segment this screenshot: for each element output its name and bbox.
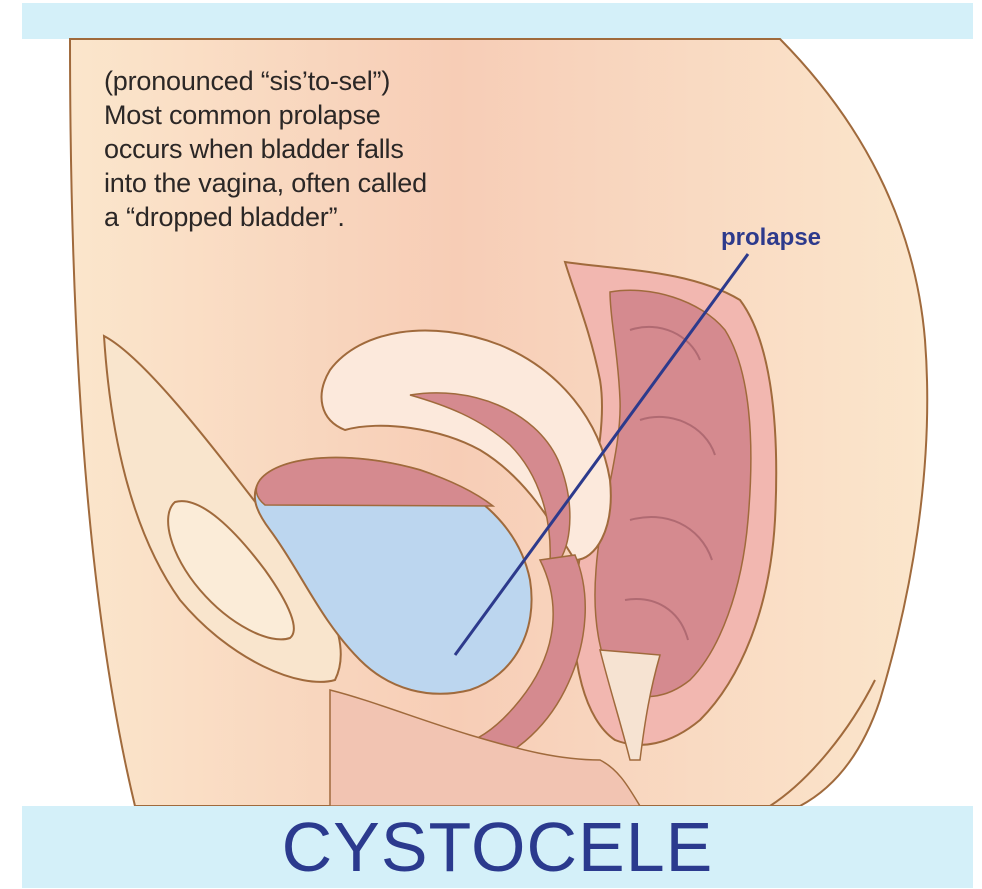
top-band: [22, 3, 973, 39]
title-band: CYSTOCELE: [22, 806, 973, 888]
prolapse-label: prolapse: [721, 224, 821, 252]
description-line: a “dropped bladder”.: [104, 200, 524, 234]
description-line: (pronounced “sis’to-sel”): [104, 64, 524, 98]
description-line: Most common prolapse: [104, 98, 524, 132]
page-title: CYSTOCELE: [282, 812, 714, 882]
description-text: (pronounced “sis’to-sel”) Most common pr…: [104, 64, 524, 234]
description-line: occurs when bladder falls: [104, 132, 524, 166]
description-line: into the vagina, often called: [104, 166, 524, 200]
